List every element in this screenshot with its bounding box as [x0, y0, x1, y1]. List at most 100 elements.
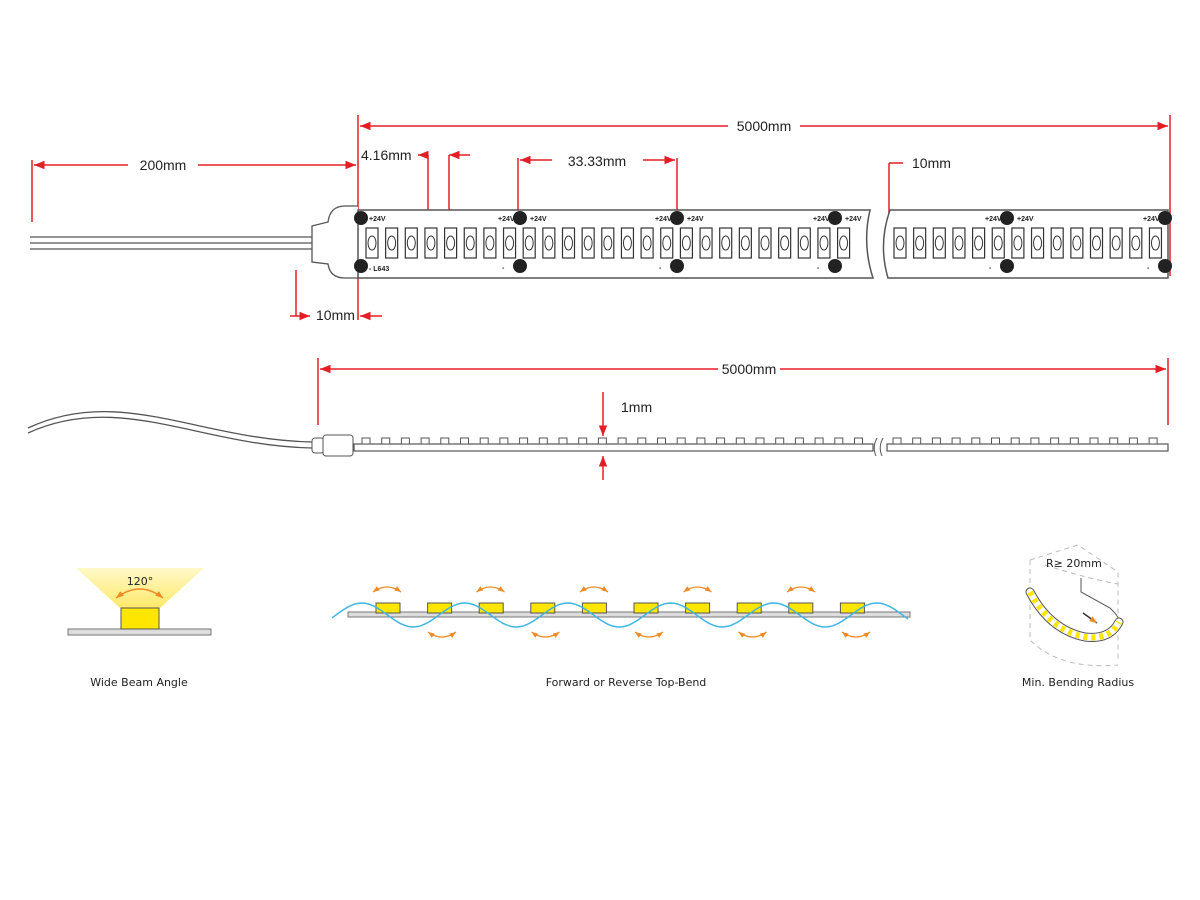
feature-bending-radius: R≥ 20mm Min. Bending Radius	[1022, 544, 1134, 689]
led-chip	[738, 227, 752, 259]
side-led	[1069, 437, 1079, 445]
strip-section-left	[357, 209, 875, 279]
led-chip	[444, 227, 458, 259]
solder-pad	[670, 259, 684, 273]
bend-arrow-icon	[634, 631, 664, 638]
side-led	[440, 437, 450, 445]
solder-pad	[354, 259, 368, 273]
led-chip	[913, 227, 927, 259]
led-chip	[679, 227, 694, 259]
cut-pitch-label: 33.33mm	[568, 153, 626, 169]
led-chip	[719, 227, 733, 259]
led-chip	[463, 227, 477, 259]
side-dimension-lines	[317, 358, 1169, 480]
svg-text:+24V: +24V	[813, 216, 830, 223]
feature-wide-beam: 120° Wide Beam Angle	[67, 568, 212, 689]
side-led	[420, 437, 430, 445]
side-wire	[27, 410, 313, 443]
side-led	[794, 437, 804, 445]
led-chip	[817, 227, 831, 259]
led-chip	[1011, 227, 1025, 259]
svg-text:+24V: +24V	[985, 216, 1002, 223]
bend-arrow-icon	[372, 586, 402, 593]
led-chip	[839, 602, 865, 614]
side-led	[951, 437, 961, 445]
side-led	[637, 437, 647, 445]
led-chip	[601, 227, 615, 259]
svg-text:+24V: +24V	[498, 216, 515, 223]
led-chip	[427, 602, 453, 614]
led-chip	[685, 602, 711, 614]
led-chip	[640, 227, 654, 259]
led-chip	[736, 602, 762, 614]
led-chip	[581, 227, 595, 259]
led-chips	[365, 227, 1163, 259]
led-chip	[893, 227, 907, 259]
side-led	[912, 437, 922, 445]
total-length-label: 5000mm	[737, 118, 791, 134]
solder-pad	[1000, 211, 1014, 225]
solder-pads: +24V+24V-+24V+24V-+24V+24V-+24V+24V-+24V…	[354, 211, 1172, 273]
svg-text:+24V: +24V	[655, 216, 672, 223]
bend-arrow-icon	[683, 586, 712, 593]
bend-arrow-icon	[427, 631, 457, 638]
side-led	[361, 437, 371, 445]
side-led	[1089, 437, 1099, 445]
side-led	[617, 437, 627, 445]
side-led	[657, 437, 666, 445]
side-led	[676, 437, 686, 445]
feature-top-bend: Forward or Reverse Top-Bend	[331, 586, 911, 689]
side-led	[971, 437, 981, 445]
beam-angle-label: 120°	[127, 575, 154, 588]
led-chip	[542, 227, 556, 259]
led-pitch-label: 4.16mm	[361, 147, 412, 163]
led-chip	[952, 227, 966, 259]
pcb-code: - L643	[369, 266, 389, 273]
solder-pad	[670, 211, 684, 225]
solder-pad	[513, 259, 527, 273]
led-chip	[385, 227, 399, 259]
strip-section-right	[882, 209, 1169, 279]
led-chip	[1089, 227, 1104, 259]
side-led	[597, 437, 607, 445]
side-led	[814, 437, 824, 445]
bend-arrow-icon	[841, 631, 871, 638]
side-led	[381, 437, 391, 445]
side-strip-right	[886, 443, 1169, 452]
led-chip	[1070, 227, 1084, 259]
side-led	[696, 437, 706, 445]
led-chip	[633, 602, 659, 614]
svg-text:+24V: +24V	[1143, 216, 1160, 223]
side-led	[716, 437, 726, 445]
side-led	[1128, 437, 1138, 445]
side-led	[991, 437, 1000, 445]
wire-length-label: 200mm	[140, 157, 187, 173]
side-led	[578, 437, 588, 445]
side-view: 5000mm 1mm	[27, 358, 1169, 480]
led-chip	[971, 227, 986, 259]
side-led	[775, 437, 785, 445]
led-chip	[478, 602, 504, 614]
bend-arrow-icon	[579, 586, 609, 593]
side-strip-left	[353, 443, 874, 452]
solder-pad	[1158, 211, 1172, 225]
solder-pad	[354, 211, 368, 225]
wire	[30, 236, 312, 250]
svg-text:-: -	[817, 265, 820, 272]
svg-text:+24V: +24V	[687, 216, 704, 223]
led-chip	[404, 227, 418, 259]
led-chip	[660, 227, 674, 259]
side-led	[460, 437, 469, 445]
led-chip	[561, 227, 576, 259]
bend-arrow-icon	[786, 586, 816, 593]
led-chip	[932, 227, 946, 259]
feature-caption: Forward or Reverse Top-Bend	[546, 676, 707, 689]
bend-arrow-icon	[476, 586, 505, 593]
feature-caption: Min. Bending Radius	[1022, 676, 1134, 689]
side-led	[400, 437, 410, 445]
side-led	[519, 437, 529, 445]
svg-text:+24V: +24V	[369, 216, 386, 223]
led-chip	[530, 602, 556, 614]
led-chip	[1030, 227, 1045, 259]
side-led	[499, 437, 509, 445]
